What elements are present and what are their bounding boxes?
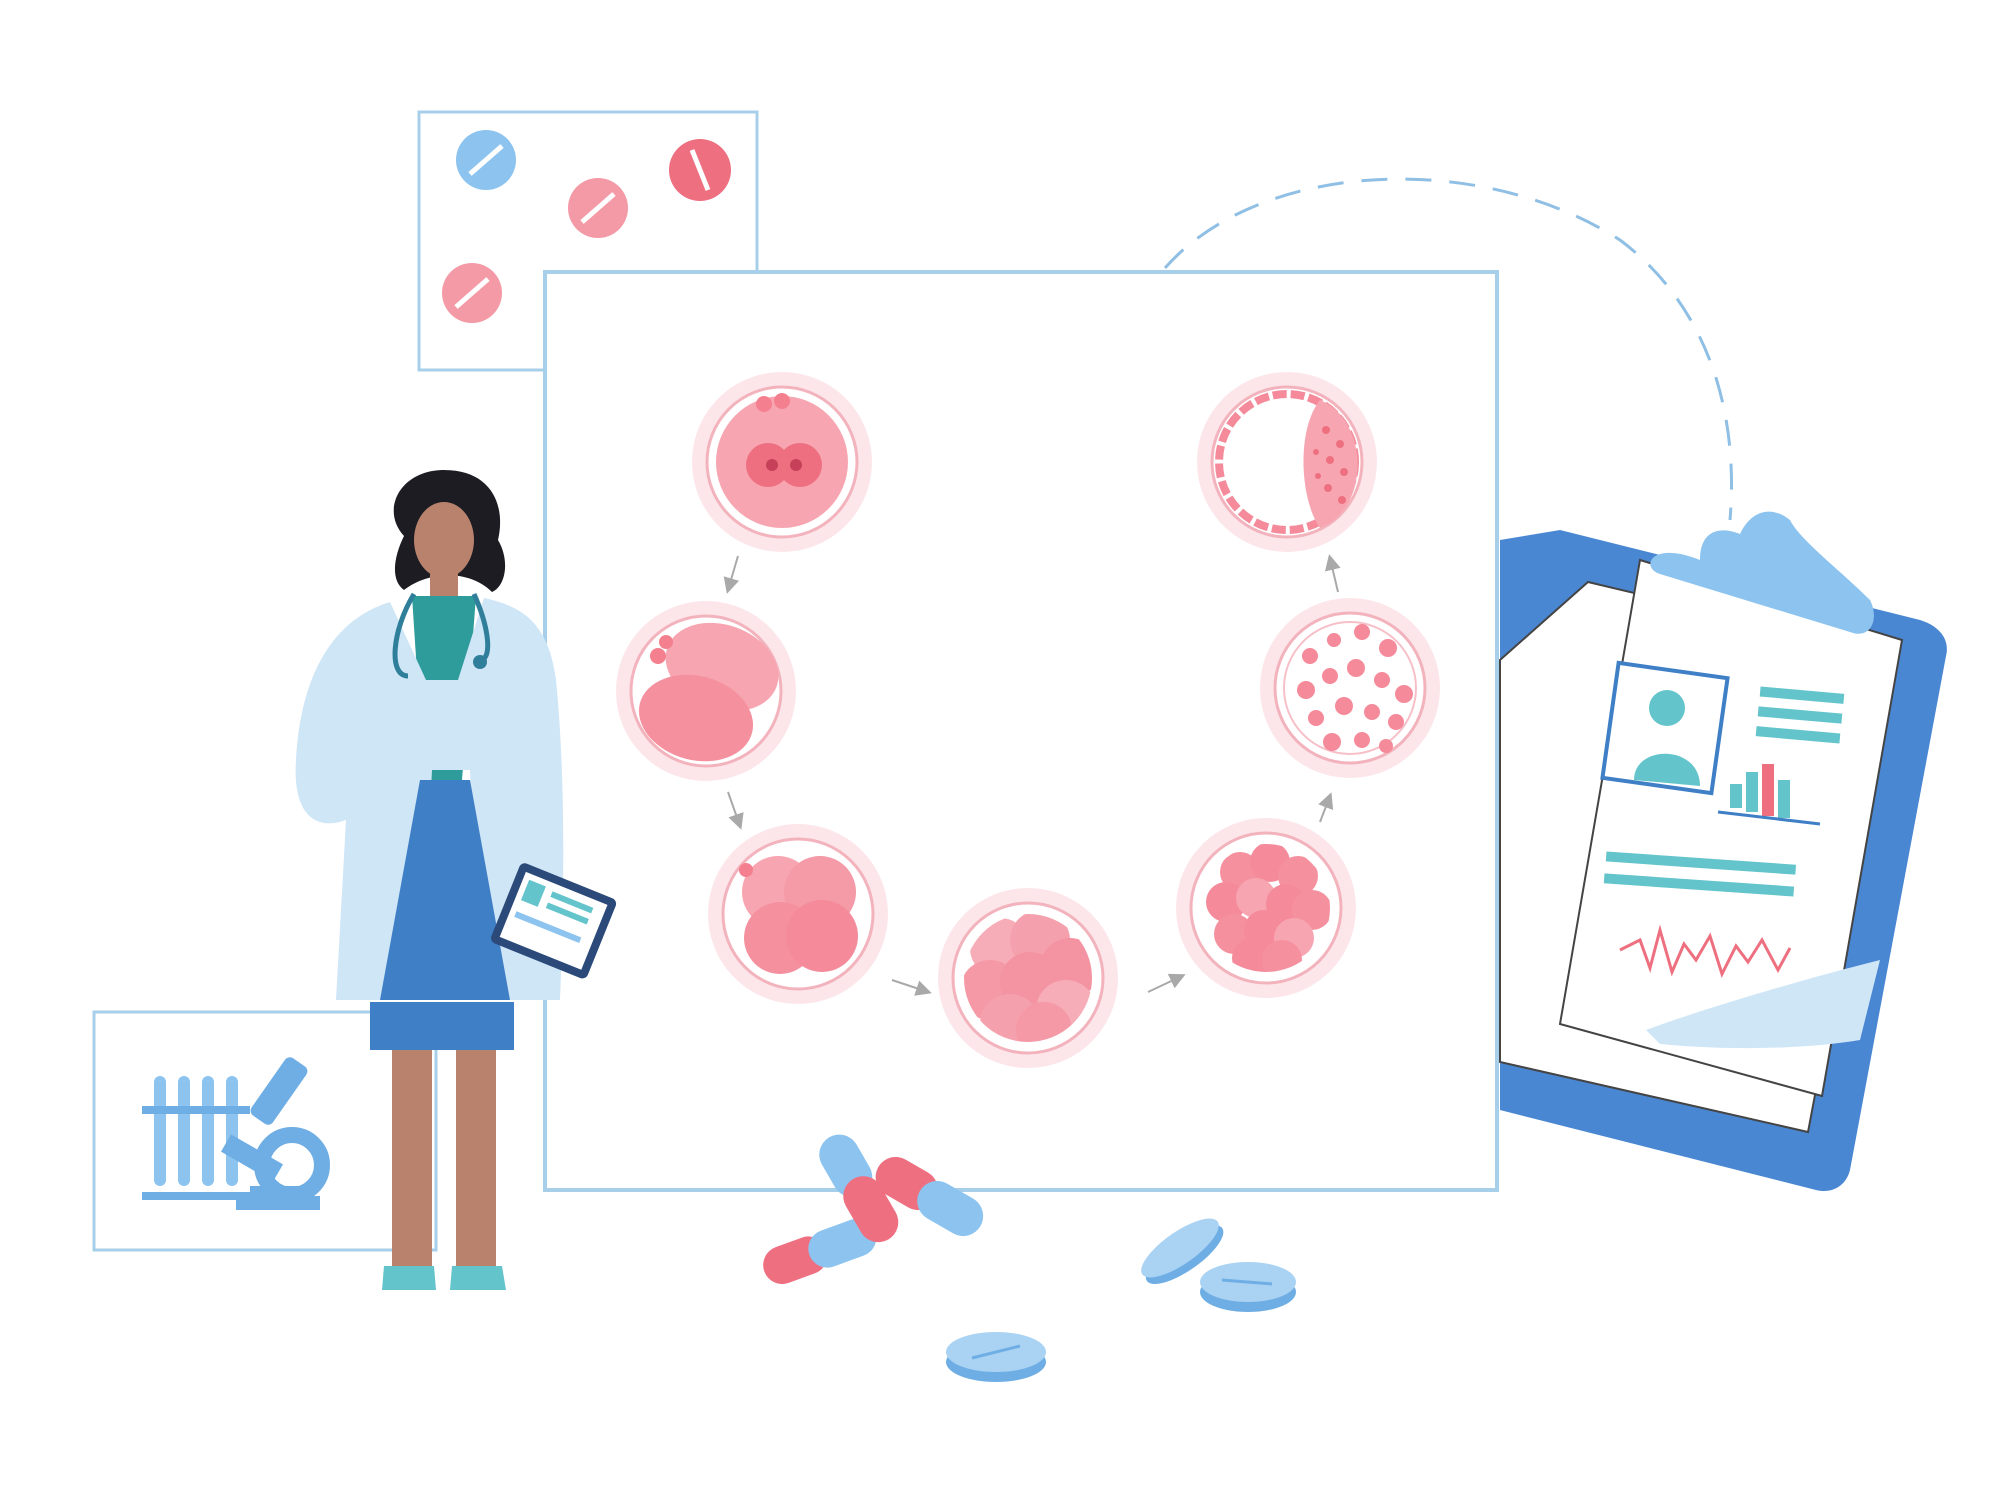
- zygote-icon: [692, 372, 872, 552]
- lab-panel: [92, 1010, 438, 1252]
- doctor-figure: [295, 470, 617, 1290]
- early-blastocyst-icon: [1260, 598, 1440, 778]
- ecg-line-icon: [1619, 924, 1792, 978]
- blastocyst-icon: [1197, 372, 1377, 552]
- text-lines-icon: [1755, 686, 1845, 744]
- test-tubes-icon: [142, 1076, 254, 1200]
- blue-tablet-icon: [456, 130, 516, 190]
- two-cell-embryo-icon: [616, 601, 796, 781]
- microscope-icon: [221, 1057, 330, 1210]
- tablet-device-icon: [491, 863, 617, 979]
- pink-tablet-icon: [568, 178, 628, 238]
- patient-photo-icon: [1600, 660, 1730, 796]
- red-tablet-icon: [669, 139, 731, 201]
- stage-arrows: [723, 554, 1341, 996]
- tablets-icon: [946, 1218, 1296, 1382]
- four-cell-embryo-icon: [708, 824, 888, 1004]
- pink-tablet-icon: [442, 263, 502, 323]
- morula-icon: [1176, 818, 1356, 998]
- dashed-arc: [1163, 177, 1734, 521]
- bar-chart-icon: [1717, 764, 1821, 826]
- medical-clipboard: [1499, 511, 1947, 1192]
- person-icon: [1649, 690, 1685, 726]
- capsules-icon: [763, 1134, 984, 1285]
- eight-cell-embryo-icon: [938, 888, 1118, 1068]
